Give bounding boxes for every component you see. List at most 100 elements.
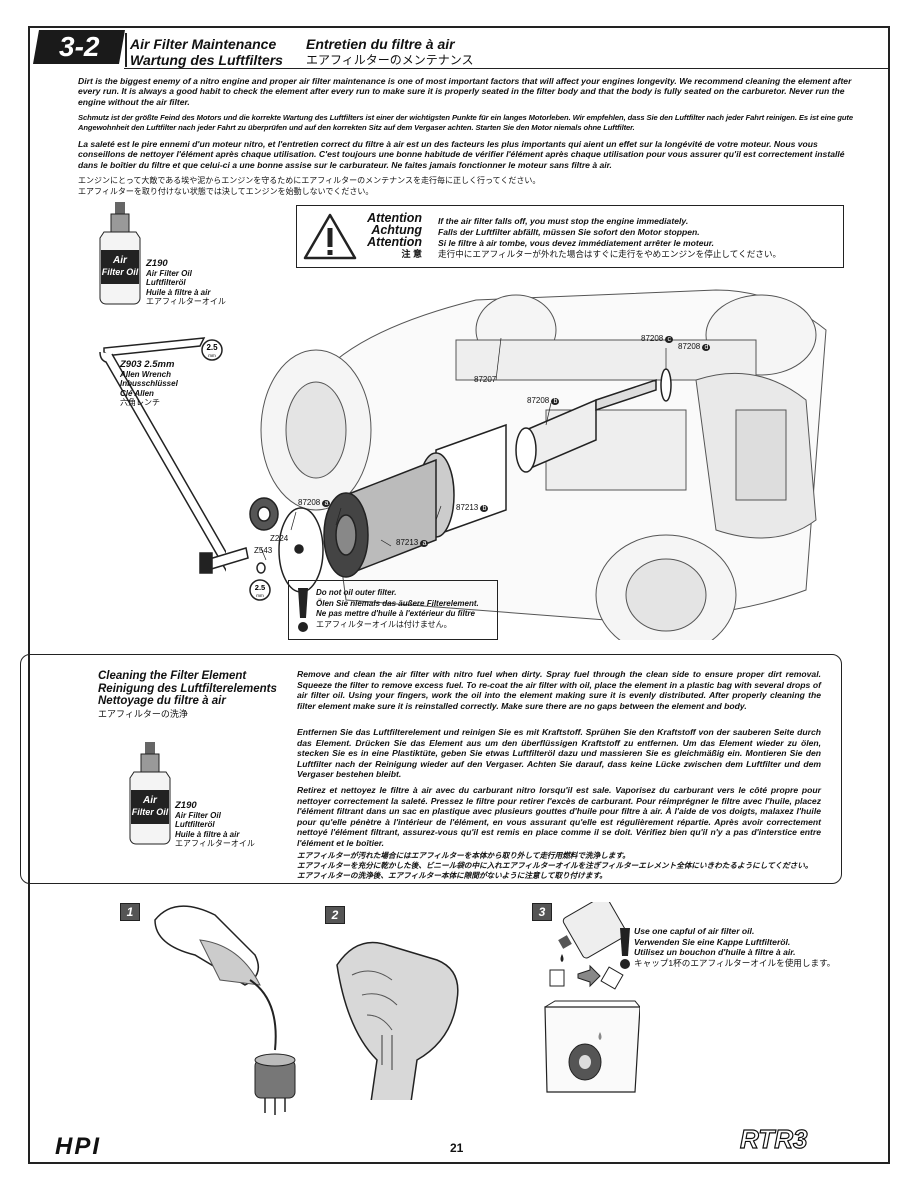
oil-code: Z190	[146, 258, 168, 269]
hpi-racing-logo: HPI	[55, 1133, 102, 1160]
wrench-name-en: Allen Wrench	[120, 369, 171, 379]
oil-name-fr-2: Huile à filtre à air	[175, 829, 240, 839]
step-3-badge: 3	[532, 903, 552, 921]
warning-fr: Ne pas mettre d'huile à l'extérieur du f…	[316, 609, 475, 618]
allen-wrench-label: Z903 2.5mm Allen Wrench Inbusschlüssel C…	[120, 360, 178, 408]
exclamation-icon-step3	[620, 928, 630, 969]
air-filter-exploded-diagram: 2.5 mm	[199, 289, 827, 640]
cleaning-jp-3: エアフィルターの洗浄後、エアフィルター本体に隙間がないように注意して取り付けます…	[297, 871, 607, 880]
part-87208-d-number: 87208	[678, 342, 701, 351]
step-2-squeeze-illustration	[336, 941, 459, 1100]
step-2-badge: 2	[325, 906, 345, 924]
part-87208-b: 87208 b	[527, 396, 560, 405]
cleaning-section-box	[20, 654, 842, 884]
part-87208-c-number: 87208	[641, 334, 664, 343]
cleaning-para-de: Entfernen Sie das Luftfilterelement und …	[297, 727, 821, 779]
section-title-fr-jp: Entretien du filtre à air エアフィルターのメンテナンス	[306, 36, 474, 68]
svg-text:Filter Oil: Filter Oil	[102, 267, 139, 277]
wrench-code: Z903 2.5mm	[120, 359, 175, 370]
svg-text:Filter Oil: Filter Oil	[132, 807, 169, 817]
header-rule	[124, 68, 890, 69]
part-87213-a-letter: a	[420, 540, 429, 547]
part-87213-a-number: 87213	[396, 538, 419, 547]
attention-title-en: Attention	[367, 211, 422, 225]
wrench-size-unit: mm	[208, 353, 216, 358]
cleaning-title: Cleaning the Filter Element Reinigung de…	[98, 670, 277, 720]
cleaning-jp-1: エアフィルターが汚れた場合にはエアフィルターを本体から取り外して走行用燃料で洗浄…	[297, 851, 630, 860]
warning-text: Do not oil outer filter. Ölen Sie niemal…	[316, 588, 479, 630]
cleaning-para-fr: Retirez et nettoyez le filtre à air avec…	[297, 785, 821, 848]
step-3-note-fr: Utilisez un bouchon d'huile à filtre à a…	[634, 947, 796, 957]
attention-line-jp: 走行中にエアフィルターが外れた場合はすぐに走行をやめエンジンを停止してください。	[438, 249, 782, 259]
title-jp: エアフィルターのメンテナンス	[306, 53, 474, 67]
wrench-name-jp: 六角レンチ	[120, 398, 160, 407]
part-87208-a: 87208 a	[298, 498, 331, 507]
part-87213-a: 87213 a	[396, 538, 429, 547]
air-filter-oil-bottle-image-2: Air Filter Oil	[129, 742, 171, 845]
svg-text:Air: Air	[142, 795, 158, 806]
step-3-note-de: Verwenden Sie eine Kappe Luftfilteröl.	[634, 936, 791, 947]
part-87208-a-letter: a	[322, 500, 331, 507]
cleaning-title-jp: エアフィルターの洗浄	[98, 708, 188, 719]
part-87208-d: 87208 d	[678, 342, 711, 351]
part-87208-c: 87208 c	[641, 334, 673, 343]
part-87213-b-letter: b	[480, 505, 489, 512]
step-1-badge: 1	[120, 903, 140, 921]
oil-name-de-2: Luftfilteröl	[175, 820, 215, 829]
section-title-en-de: Air Filter Maintenance Wartung des Luftf…	[130, 36, 283, 68]
oil-name-jp: エアフィルターオイル	[146, 297, 226, 306]
title-en: Air Filter Maintenance	[130, 36, 277, 52]
oil-name-jp-2: エアフィルターオイル	[175, 839, 255, 848]
warning-box	[288, 580, 498, 640]
cleaning-title-de: Reinigung des Luftfilterelements	[98, 682, 277, 695]
warning-jp: エアフィルターオイルは付けません。	[316, 619, 452, 629]
section-number-badge: 3-2	[33, 30, 125, 64]
air-filter-oil-bottle-image: Air Filter Oil	[99, 202, 141, 305]
intro-de: Schmutz ist der größte Feind des Motors …	[78, 113, 853, 133]
wrench-size-badge-small: 2.5	[255, 583, 265, 592]
part-z224: Z224	[270, 534, 289, 543]
page-number: 21	[450, 1141, 464, 1155]
part-z543: Z543	[254, 546, 273, 555]
oil-name-en-2: Air Filter Oil	[175, 810, 221, 820]
part-87208-b-letter: b	[551, 398, 560, 405]
attention-title-de: Achtung	[371, 223, 422, 237]
title-de: Wartung des Luftfilters	[130, 52, 283, 68]
oil-name-fr: Huile à filtre à air	[146, 287, 211, 297]
oil-name-en: Air Filter Oil	[146, 268, 192, 278]
step-3-oil-bag-illustration	[544, 902, 640, 1093]
cleaning-para-en: Remove and clean the air filter with nit…	[297, 669, 821, 711]
step-3-note-en: Use one capful of air filter oil.	[634, 926, 755, 936]
warning-de: Ölen Sie niemals das äußere Filterelemen…	[316, 598, 479, 608]
wrench-size-unit-small: mm	[256, 593, 264, 598]
part-87213-b: 87213 b	[456, 503, 489, 512]
oil-code-2: Z190	[175, 800, 197, 811]
part-87208-c-letter: c	[665, 336, 673, 343]
step-3-note: Use one capful of air filter oil. Verwen…	[634, 926, 835, 968]
intro-en: Dirt is the biggest enemy of a nitro eng…	[78, 76, 852, 107]
intro-jp-1: エンジンにとって大敵である埃や泥からエンジンを守るためにエアフィルターのメンテナ…	[78, 176, 541, 185]
part-87208-d-letter: d	[702, 344, 711, 351]
wrench-size-icon	[249, 579, 271, 601]
wrench-name-fr: Clé Allen	[120, 388, 154, 398]
part-87207: 87207	[474, 375, 497, 384]
attention-line-en: If the air filter falls off, you must st…	[438, 216, 689, 226]
oil-tool-label-top: Z190 Air Filter Oil Luftfilteröl Huile à…	[146, 259, 226, 307]
step-1-spray-illustration	[154, 905, 296, 1115]
attention-text: If the air filter falls off, you must st…	[438, 216, 781, 260]
attention-title-fr: Attention	[367, 235, 422, 249]
cleaning-jp-2: エアフィルターを充分に乾かした後、ビニール袋の中に入れエアフィルターオイルを注ぎ…	[297, 861, 813, 870]
warning-en: Do not oil outer filter.	[316, 588, 397, 597]
svg-text:Air: Air	[112, 255, 128, 266]
rtr3-logo: RTR3	[739, 1123, 808, 1154]
oil-tool-label-bottom: Z190 Air Filter Oil Luftfilteröl Huile à…	[175, 801, 255, 849]
wrench-size-badge: 2.5	[206, 343, 218, 352]
attention-box	[296, 205, 844, 268]
warning-triangle-icon	[303, 213, 357, 260]
attention-line-fr: Si le filtre à air tombe, vous devez imm…	[438, 238, 715, 248]
title-fr: Entretien du filtre à air	[306, 36, 455, 52]
intro-jp-2: エアフィルターを取り付けない状態では決してエンジンを始動しないでください。	[78, 187, 374, 196]
part-87208-b-number: 87208	[527, 396, 550, 405]
oil-name-de: Luftfilteröl	[146, 278, 186, 287]
part-87208-a-number: 87208	[298, 498, 321, 507]
